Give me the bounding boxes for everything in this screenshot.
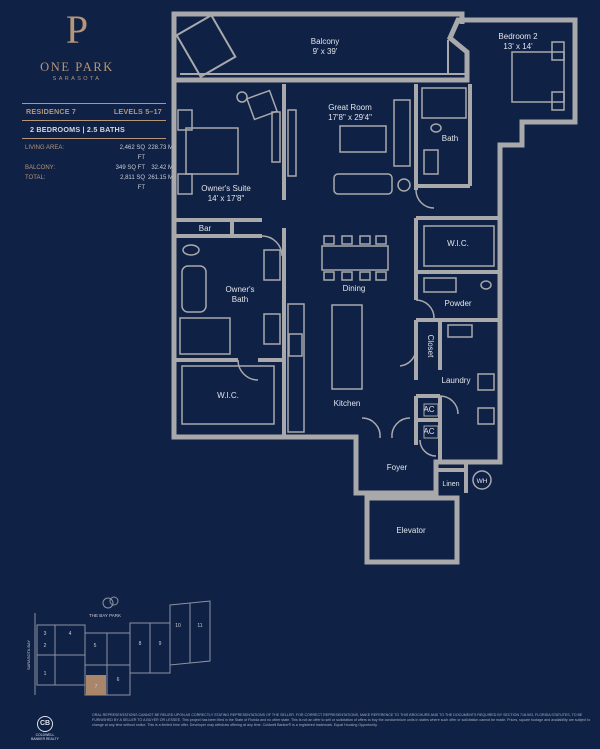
label-wic-2: W.I.C. — [447, 239, 469, 248]
door-swings — [237, 189, 459, 457]
area-sqft: 2,811 SQ FT — [120, 175, 145, 191]
label-elevator: Elevator — [396, 526, 426, 535]
label-balcony: Balcony — [311, 37, 339, 46]
tree-icon — [102, 597, 114, 609]
unit-summary: 2 BEDROOMS | 2.5 BATHS — [30, 125, 125, 134]
label-wic: W.I.C. — [217, 391, 239, 400]
keyplan-building-tower — [169, 600, 211, 666]
area-sqft: 2,462 SQ FT — [119, 145, 145, 161]
label-bedroom2: Bedroom 2 — [498, 32, 538, 41]
balcony-details — [175, 13, 466, 79]
unit-info: RESIDENCE 7 LEVELS 5–17 2 BEDROOMS | 2.5… — [22, 103, 175, 193]
keyplan-unit: 1 — [44, 671, 47, 677]
area-row: BALCONY: 349 SQ FT 32.42 M² — [25, 163, 175, 173]
keyplan-park-label: THE BAY PARK — [89, 613, 121, 618]
key-plan: THE BAY PARK SARASOTA BAY 1 2 3 4 5 6 7 … — [26, 596, 211, 696]
ac-unit-1 — [423, 403, 439, 417]
room-labels: Balcony 9' x 39' Bedroom 2 13' x 14' Gre… — [199, 32, 538, 535]
label-wh: WH — [477, 478, 488, 485]
area-label: BALCONY: — [25, 165, 56, 171]
keyplan-unit: 5 — [94, 643, 97, 649]
ac-unit-2 — [423, 425, 439, 439]
label-linen: Linen — [442, 481, 459, 488]
label-bar: Bar — [199, 224, 212, 233]
label-great-room-dim: 17'8" x 29'4" — [328, 113, 372, 122]
label-laundry: Laundry — [442, 376, 471, 385]
keyplan-unit: 11 — [197, 623, 202, 629]
area-sqft: 349 SQ FT — [115, 165, 145, 171]
area-row: TOTAL: 2,811 SQ FT 261.15 M² — [25, 173, 175, 193]
label-bedroom2-dim: 13' x 14' — [503, 42, 533, 51]
elevator-shaft — [364, 495, 460, 565]
keyplan-unit: 3 — [44, 631, 47, 637]
broker-mark: CB — [37, 716, 53, 732]
brand-name: ONE PARK — [40, 60, 114, 74]
legal-disclaimer: ORAL REPRESENTATIONS CANNOT BE RELIED UP… — [92, 713, 591, 727]
area-row: LIVING AREA: 2,462 SQ FT 228.73 M² — [25, 143, 175, 163]
broker-name: COLDWELL BANKER REALTY — [31, 733, 59, 741]
label-owners-suite: Owner's Suite — [201, 184, 251, 193]
broker-logo: CB COLDWELL BANKER REALTY — [30, 716, 60, 741]
area-m2: 32.42 M² — [151, 165, 175, 171]
levels-label: LEVELS 5–17 — [113, 107, 162, 116]
label-balcony-dim: 9' x 39' — [313, 47, 338, 56]
keyplan-unit: 9 — [159, 641, 162, 647]
label-powder: Powder — [444, 299, 471, 308]
keyplan-unit: 10 — [175, 623, 181, 629]
brand-block: P ONE PARK SARASOTA — [18, 7, 136, 83]
keyplan-unit: 8 — [139, 641, 142, 647]
label-owners-bath-2: Bath — [232, 295, 248, 304]
keyplan-bay-label: SARASOTA BAY — [26, 640, 31, 670]
label-foyer: Foyer — [387, 463, 408, 472]
residence-label: RESIDENCE 7 — [26, 107, 77, 116]
area-label: LIVING AREA: — [25, 145, 65, 151]
area-m2: 228.73 M² — [147, 145, 175, 151]
label-bath: Bath — [442, 134, 458, 143]
floor-plan: Balcony 9' x 39' Bedroom 2 13' x 14' Gre… — [171, 11, 578, 565]
unit-header: RESIDENCE 7 LEVELS 5–17 — [22, 104, 166, 120]
keyplan-unit: 2 — [44, 643, 47, 649]
label-closet: Closet — [426, 335, 435, 358]
label-owners-bath: Owner's — [225, 285, 254, 294]
label-great-room: Great Room — [328, 103, 372, 112]
label-ac-2: AC — [423, 427, 434, 436]
keyplan-unit: 6 — [117, 677, 120, 683]
divider — [22, 138, 166, 139]
label-owners-suite-dim: 14' x 17'8" — [208, 194, 245, 203]
keyplan-building-east — [129, 622, 171, 674]
divider — [22, 120, 166, 121]
divider — [22, 103, 166, 104]
area-label: TOTAL: — [25, 175, 46, 181]
tree-icon — [109, 596, 119, 606]
keyplan-building-center — [84, 632, 131, 696]
brand-city: SARASOTA — [52, 76, 102, 82]
brand-logo-letter: P — [65, 7, 89, 52]
keyplan-unit: 7 — [95, 684, 98, 690]
area-table: LIVING AREA: 2,462 SQ FT 228.73 M² BALCO… — [22, 139, 175, 193]
label-ac-1: AC — [423, 405, 434, 414]
keyplan-highlight-unit — [86, 675, 106, 695]
label-kitchen: Kitchen — [334, 399, 361, 408]
area-m2: 261.15 M² — [147, 175, 175, 181]
furniture — [177, 41, 565, 490]
keyplan-unit: 4 — [69, 631, 72, 637]
label-dining: Dining — [343, 284, 366, 293]
interior-walls — [176, 84, 500, 493]
